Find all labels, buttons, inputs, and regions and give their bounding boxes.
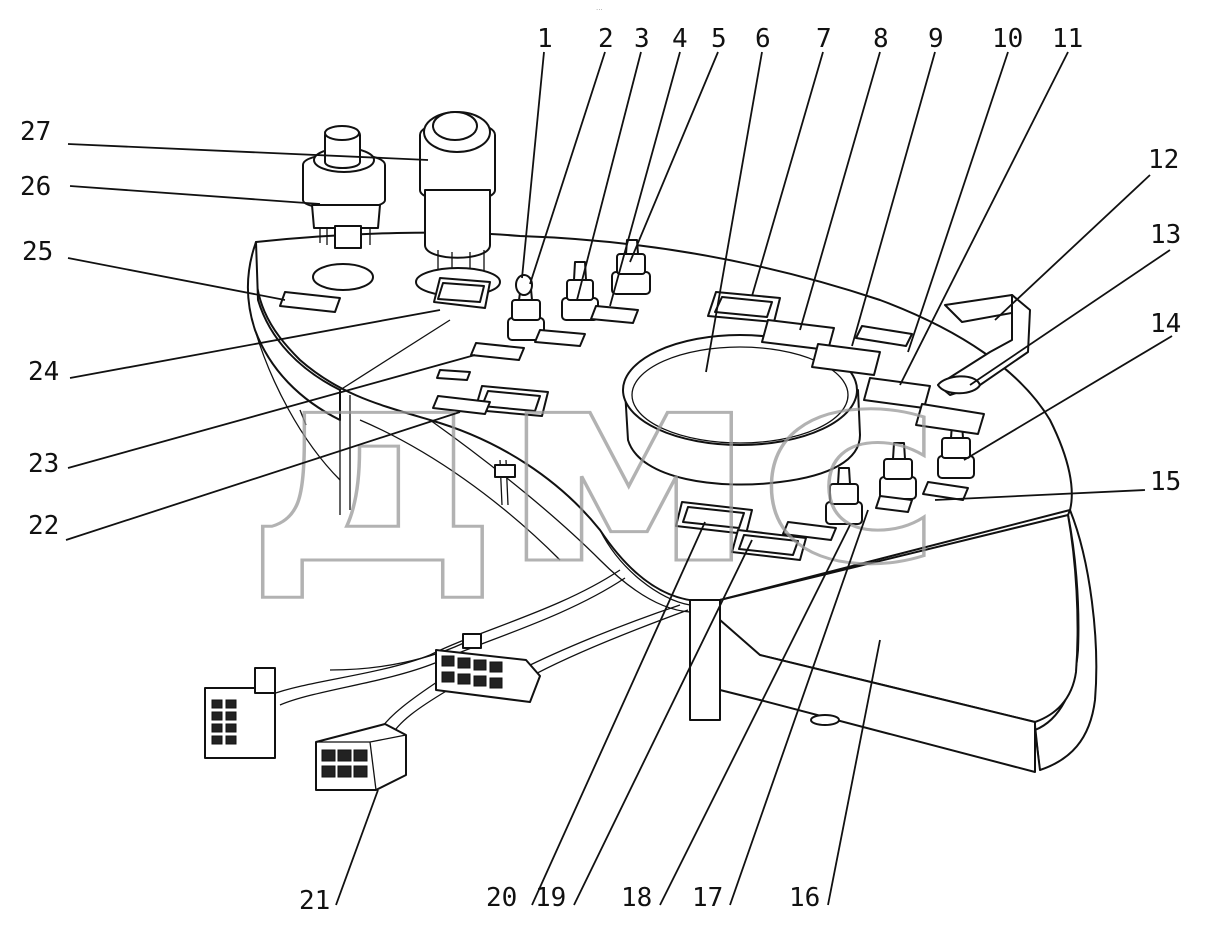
callout-3: 3	[634, 24, 650, 54]
callout-11: 11	[1052, 24, 1083, 54]
callout-13: 13	[1150, 220, 1181, 250]
callout-7: 7	[816, 24, 832, 54]
callout-labels: 1 2 3 4 5 6 7 8 9 10 11 12 13 14 15 16 1…	[20, 24, 1181, 916]
callout-21: 21	[299, 886, 330, 916]
callout-5: 5	[711, 24, 727, 54]
watermark-text: дмс	[245, 309, 945, 624]
push-switch-small	[302, 125, 386, 249]
callout-22: 22	[28, 511, 59, 541]
toggle-switch-5	[879, 442, 917, 500]
callout-23: 23	[28, 449, 59, 479]
callout-4: 4	[672, 24, 688, 54]
gauge-dial	[622, 334, 861, 486]
connector-8-pin-left	[204, 667, 276, 759]
callout-26: 26	[20, 172, 51, 202]
callout-24: 24	[28, 357, 59, 387]
callout-9: 9	[928, 24, 944, 54]
callout-25: 25	[22, 237, 53, 267]
panel-mount-hole	[312, 263, 374, 291]
header-mark: ···	[596, 6, 603, 14]
callout-10: 10	[992, 24, 1023, 54]
callout-2: 2	[598, 24, 614, 54]
connector-8-pin-center	[435, 633, 541, 703]
callout-27: 27	[20, 117, 51, 147]
callout-17: 17	[692, 883, 723, 913]
callout-16: 16	[789, 883, 820, 913]
callout-8: 8	[873, 24, 889, 54]
callout-20: 20	[486, 883, 517, 913]
wiring-harness	[269, 459, 689, 739]
callout-15: 15	[1150, 467, 1181, 497]
connector-6-pin	[315, 723, 407, 791]
leader-lines	[65, 51, 1173, 906]
callout-14: 14	[1150, 309, 1181, 339]
label-plates	[279, 291, 969, 541]
callout-1: 1	[537, 24, 553, 54]
callout-6: 6	[755, 24, 771, 54]
callout-19: 19	[535, 883, 566, 913]
callout-12: 12	[1148, 145, 1179, 175]
toggle-switch-3	[611, 239, 651, 295]
indicator-windows	[433, 277, 985, 561]
callout-18: 18	[621, 883, 652, 913]
toggle-switch-4	[825, 467, 863, 525]
toggle-switch-1	[507, 274, 545, 341]
